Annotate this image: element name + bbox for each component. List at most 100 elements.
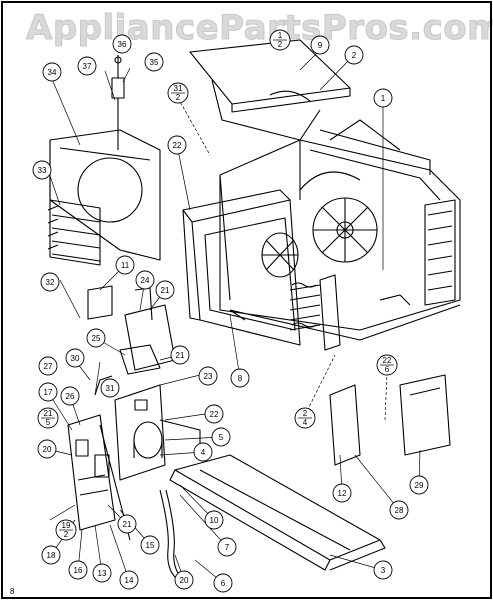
fraction-bottom-4: 4 xyxy=(303,418,308,427)
callout-label-23: 23 xyxy=(204,372,213,381)
callout-label-20-left: 20 xyxy=(43,445,52,454)
watermark: AppliancePartsPros.com xyxy=(25,8,493,49)
callout-22-mid: 22 xyxy=(204,404,224,424)
callout-label-18: 18 xyxy=(47,551,56,560)
callout-3: 3 xyxy=(373,560,393,580)
callout-label-9: 9 xyxy=(318,41,323,50)
callout-9: 9 xyxy=(310,35,330,55)
callout-26: 26 xyxy=(60,386,80,406)
callout-label-10: 10 xyxy=(210,516,219,525)
evaporator-coil xyxy=(182,189,341,351)
callout-label-14: 14 xyxy=(125,576,134,585)
callout-label-36: 36 xyxy=(118,40,127,49)
base-pan xyxy=(169,454,386,571)
callout-24: 24 xyxy=(135,270,155,290)
thermostat-bracket xyxy=(111,55,125,150)
callout-label-6: 6 xyxy=(221,579,226,588)
callout-label-1: 1 xyxy=(381,94,386,103)
callout-12: 12 xyxy=(332,483,352,503)
callout-label-16: 16 xyxy=(74,566,83,575)
callout-label-12: 12 xyxy=(338,489,347,498)
fraction-bottom-2b: 2 xyxy=(64,530,69,539)
callout-22-top: 22 xyxy=(167,135,187,155)
fraction-bottom-2c: 2 xyxy=(278,40,283,49)
fraction-callout-31-2: 312 xyxy=(167,82,189,104)
callout-10: 10 xyxy=(204,510,224,530)
callout-label-31: 31 xyxy=(106,384,115,393)
fraction-top-1: 1 xyxy=(278,31,283,40)
callout-18: 18 xyxy=(41,545,61,565)
drain-hose xyxy=(159,489,185,581)
fraction-callout-22-6: 226 xyxy=(376,354,398,376)
fraction-bottom-6: 6 xyxy=(385,365,390,374)
callout-label-4: 4 xyxy=(201,448,206,457)
fraction-bottom-5: 5 xyxy=(46,418,51,427)
callout-label-32: 32 xyxy=(46,278,55,287)
callout-label-26: 26 xyxy=(66,392,75,401)
diagram-page-label: 8 xyxy=(10,587,15,596)
fraction-top-2: 2 xyxy=(303,409,308,418)
fraction-callout-2-4: 24 xyxy=(294,407,316,429)
callout-13: 13 xyxy=(92,563,112,583)
callout-2: 2 xyxy=(344,45,364,65)
callout-16: 16 xyxy=(68,560,88,580)
callout-32: 32 xyxy=(40,272,60,292)
callout-29: 29 xyxy=(409,475,429,495)
callout-14: 14 xyxy=(119,570,139,590)
callout-label-3: 3 xyxy=(381,566,386,575)
callout-label-21-low: 21 xyxy=(123,520,132,529)
callout-35: 35 xyxy=(144,52,164,72)
fraction-callout-1-2: 12 xyxy=(269,29,291,51)
callout-28: 28 xyxy=(389,500,409,520)
callout-1: 1 xyxy=(373,88,393,108)
callout-25: 25 xyxy=(86,328,106,348)
callout-label-8: 8 xyxy=(238,374,243,383)
callout-label-13: 13 xyxy=(98,569,107,578)
callout-20-bottom: 20 xyxy=(174,570,194,590)
control-bracket xyxy=(87,285,176,375)
callout-11: 11 xyxy=(115,255,135,275)
callout-33: 33 xyxy=(32,160,52,180)
callout-36: 36 xyxy=(112,34,132,54)
callout-label-35: 35 xyxy=(150,58,159,67)
callout-label-37: 37 xyxy=(83,62,92,71)
fraction-top-31: 31 xyxy=(174,84,183,93)
cabinet-chassis xyxy=(219,119,461,341)
callout-label-28: 28 xyxy=(395,506,404,515)
callout-31: 31 xyxy=(100,378,120,398)
fraction-callout-21-5: 215 xyxy=(37,407,59,429)
callout-label-30: 30 xyxy=(71,354,80,363)
control-panel xyxy=(114,384,201,481)
fraction-callout-19-2: 192 xyxy=(55,519,77,541)
callout-label-22-mid: 22 xyxy=(210,410,219,419)
top-cover-part xyxy=(189,39,351,141)
callout-21-low: 21 xyxy=(117,514,137,534)
callout-4: 4 xyxy=(193,442,213,462)
callout-label-5: 5 xyxy=(219,433,224,442)
callout-label-34: 34 xyxy=(48,68,57,77)
callout-15: 15 xyxy=(140,535,160,555)
fraction-top-22: 22 xyxy=(383,356,392,365)
fraction-bottom-2: 2 xyxy=(176,93,181,102)
callout-20-left: 20 xyxy=(37,439,57,459)
callout-37: 37 xyxy=(77,56,97,76)
callout-5: 5 xyxy=(211,427,231,447)
front-grille-part xyxy=(49,129,161,261)
callout-label-24: 24 xyxy=(141,276,150,285)
callout-label-21-top: 21 xyxy=(161,286,170,295)
louver-assembly xyxy=(47,199,101,266)
fraction-top-19: 19 xyxy=(62,521,71,530)
callout-label-29: 29 xyxy=(415,481,424,490)
callout-label-20-bottom: 20 xyxy=(180,576,189,585)
callout-label-25: 25 xyxy=(92,334,101,343)
callout-label-21-mid: 21 xyxy=(176,351,185,360)
callout-30: 30 xyxy=(65,348,85,368)
callout-label-17: 17 xyxy=(44,388,53,397)
callout-17: 17 xyxy=(38,382,58,402)
fraction-callouts: 312 215 192 24 226 12 xyxy=(37,29,398,541)
callout-34: 34 xyxy=(42,62,62,82)
callout-label-22-top: 22 xyxy=(173,141,182,150)
callout-label-15: 15 xyxy=(146,541,155,550)
